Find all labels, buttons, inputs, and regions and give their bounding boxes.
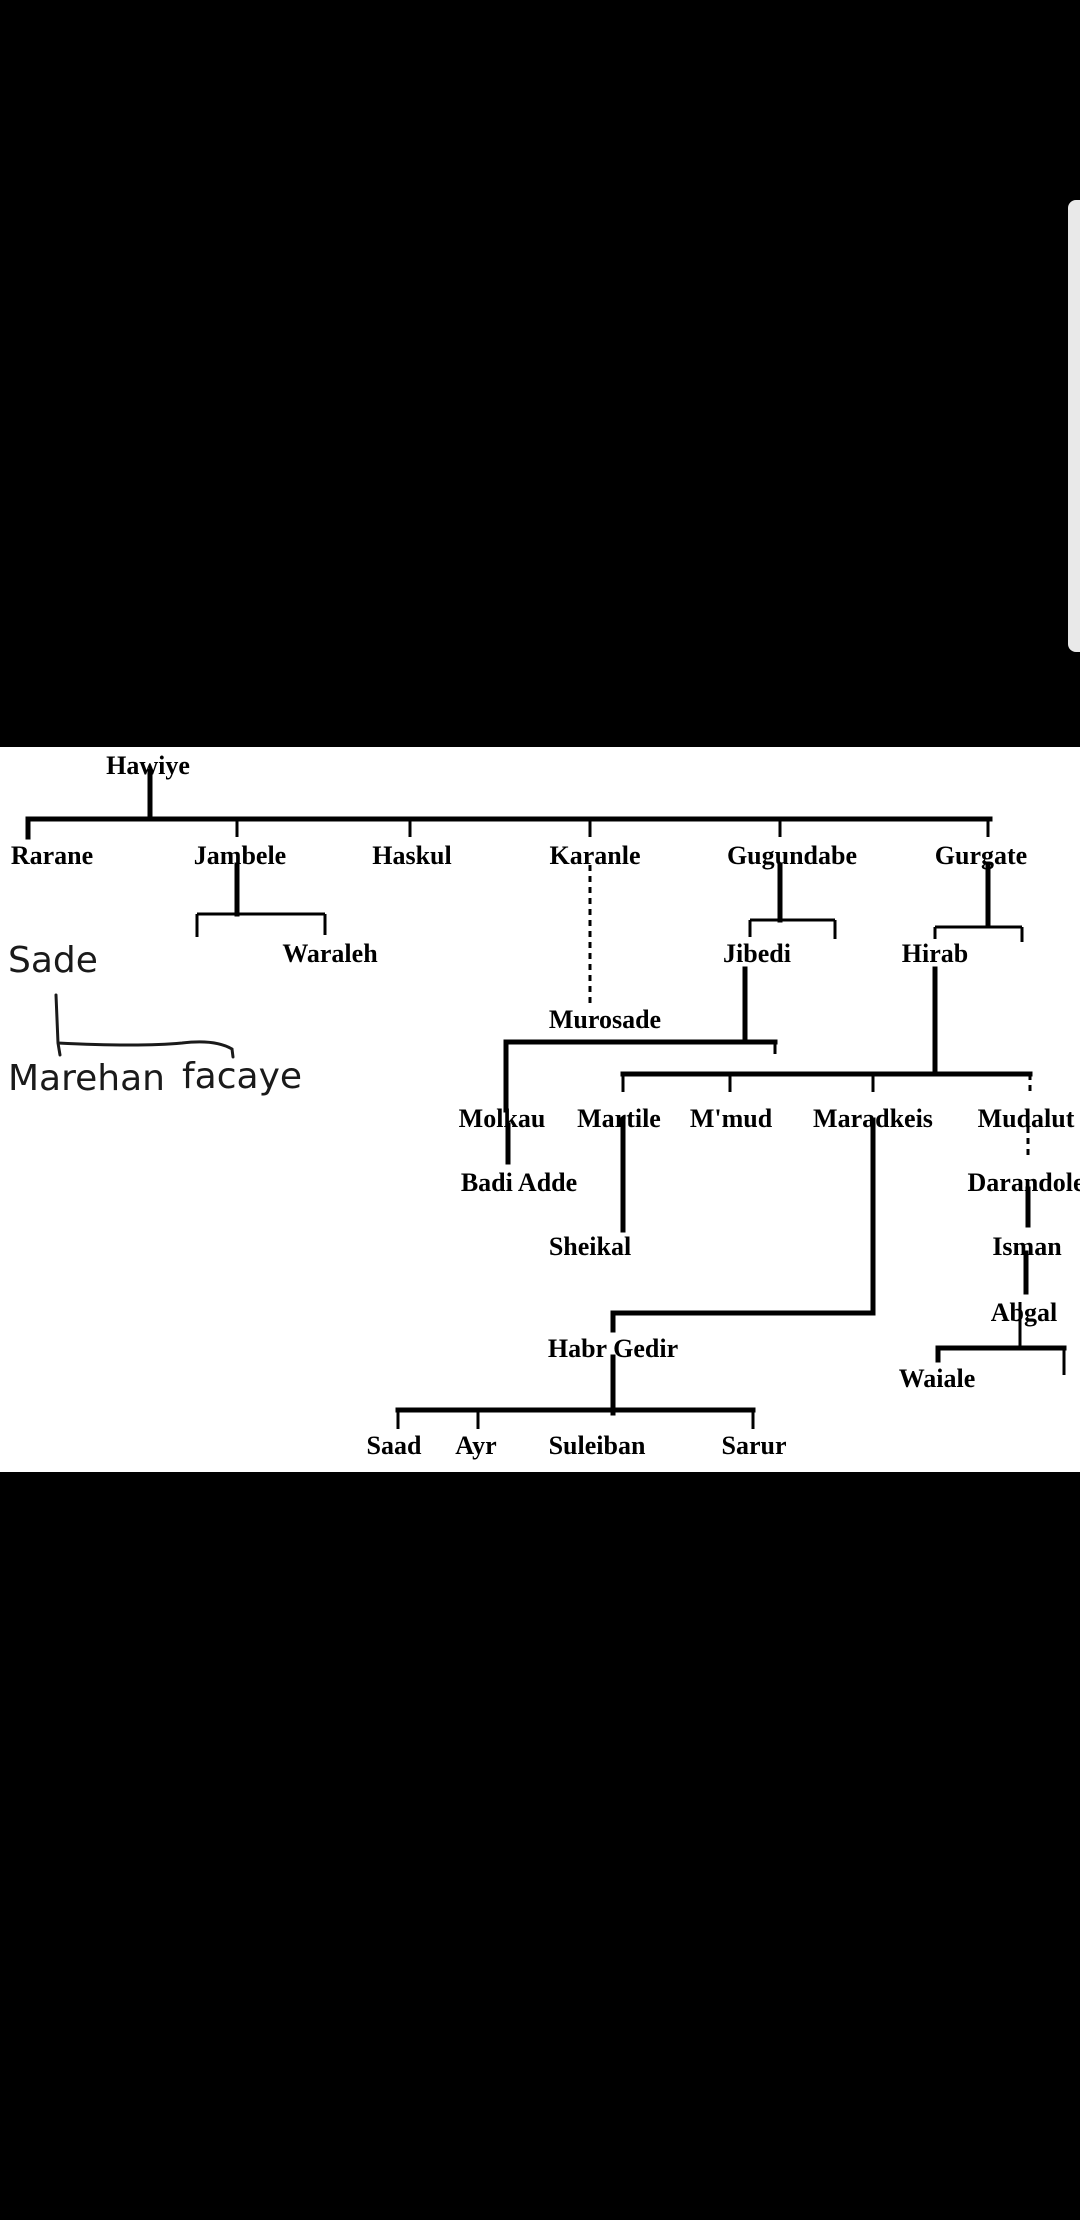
- node-molkau: Molkau: [459, 1104, 546, 1133]
- node-jambele: Jambele: [194, 841, 286, 870]
- node-murosade: Murosade: [549, 1005, 661, 1034]
- node-rarane: Rarane: [11, 841, 93, 870]
- node-labels: Hawiye Rarane Jambele Haskul Karanle Gug…: [8, 751, 1080, 1460]
- clan-tree-diagram: Hawiye Rarane Jambele Haskul Karanle Gug…: [8, 751, 1080, 1460]
- node-saad: Saad: [367, 1431, 422, 1460]
- node-sheikal: Sheikal: [549, 1232, 631, 1261]
- connector-lines: [25, 768, 1067, 1429]
- node-mmud: M'mud: [690, 1104, 773, 1133]
- node-habr-gedir: Habr Gedir: [548, 1334, 678, 1363]
- node-waraleh: Waraleh: [282, 939, 378, 968]
- node-suleiban: Suleiban: [549, 1431, 646, 1460]
- handwritten-marehan: Marehan: [8, 1058, 165, 1099]
- node-sarur: Sarur: [722, 1431, 787, 1460]
- node-darandole: Darandole: [968, 1168, 1080, 1197]
- node-gurgate: Gurgate: [935, 841, 1027, 870]
- node-hawiye: Hawiye: [106, 751, 190, 780]
- node-gugundabe: Gugundabe: [727, 841, 857, 870]
- node-badi-adde: Badi Adde: [461, 1168, 577, 1197]
- handwritten-facaye: facaye: [182, 1056, 302, 1097]
- node-isman: Isman: [992, 1232, 1062, 1261]
- node-haskul: Haskul: [372, 841, 452, 870]
- node-maradkeis: Maradkeis: [813, 1104, 933, 1133]
- node-ayr: Ayr: [455, 1431, 496, 1460]
- handwritten-sade: Sade: [8, 940, 98, 981]
- handwritten-bracket: [54, 993, 235, 1059]
- node-mudalut: Mudalut: [978, 1104, 1075, 1133]
- node-jibedi: Jibedi: [723, 939, 791, 968]
- node-karanle: Karanle: [550, 841, 641, 870]
- node-waiale: Waiale: [899, 1364, 976, 1393]
- node-martile: Martile: [577, 1104, 661, 1133]
- scrollbar-handle[interactable]: [1068, 200, 1080, 652]
- node-abgal: Abgal: [991, 1298, 1057, 1327]
- genealogy-diagram-panel: Hawiye Rarane Jambele Haskul Karanle Gug…: [0, 747, 1080, 1472]
- node-hirab: Hirab: [902, 939, 968, 968]
